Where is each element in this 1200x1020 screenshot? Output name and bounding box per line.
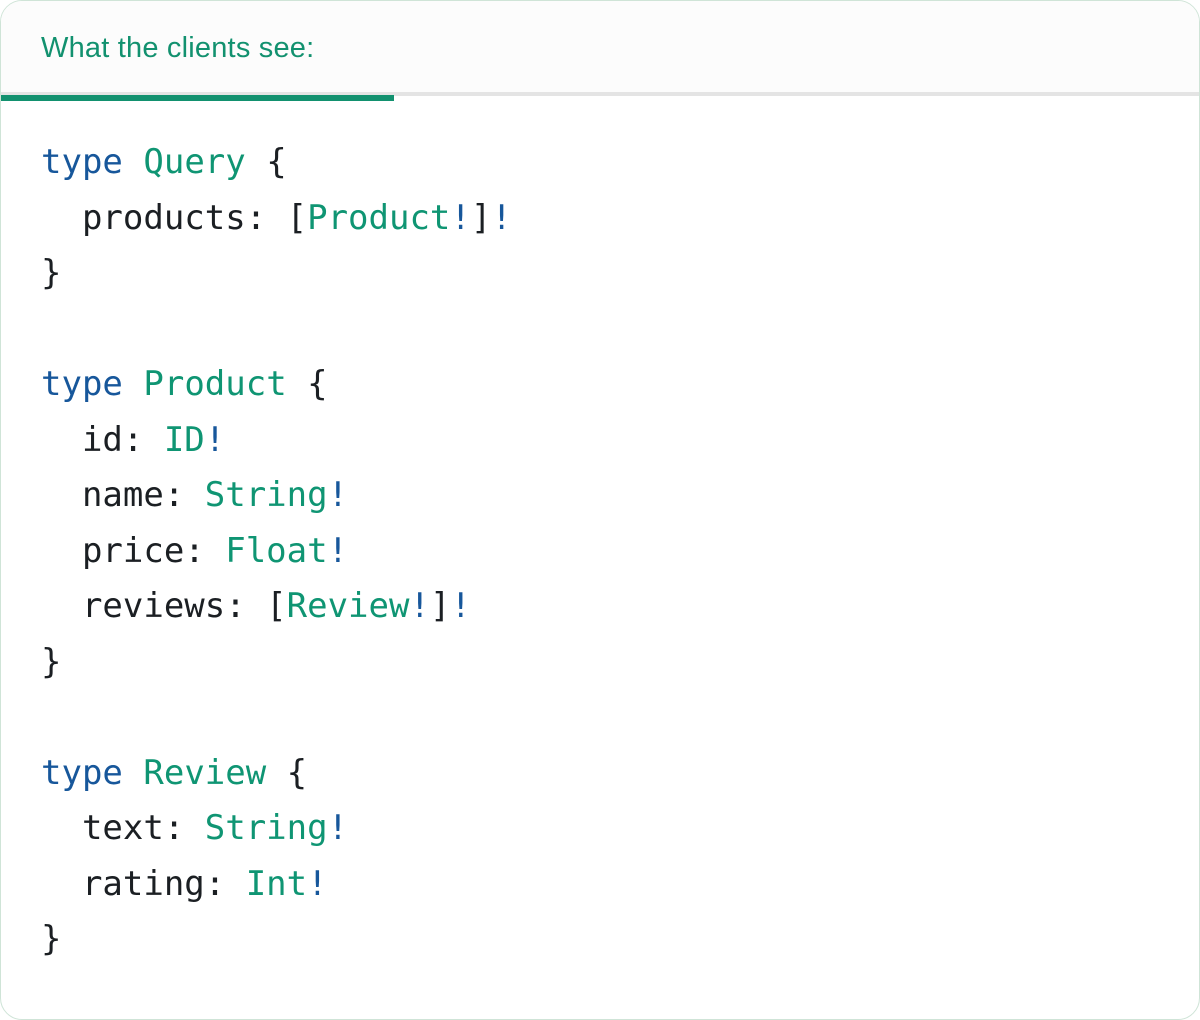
code-line: } bbox=[41, 246, 1159, 302]
code-token-bang: ! bbox=[450, 197, 471, 238]
code-token-pl: { bbox=[266, 752, 308, 793]
code-token-bang: ! bbox=[307, 863, 328, 904]
code-token-ty: Product bbox=[307, 197, 451, 238]
code-token-kw: type bbox=[41, 364, 123, 404]
code-token-bang: ! bbox=[204, 419, 226, 460]
code-line: id: ID! bbox=[41, 413, 1159, 469]
code-token-bang: ! bbox=[409, 586, 430, 626]
code-token-pl: text: bbox=[41, 808, 205, 848]
tab-label: What the clients see: bbox=[41, 32, 315, 64]
code-token-pl bbox=[123, 753, 143, 793]
code-token-pl: } bbox=[41, 641, 62, 682]
code-token-ty: Int bbox=[245, 863, 308, 904]
code-token-pl bbox=[123, 142, 143, 182]
code-line: text: String! bbox=[41, 801, 1159, 857]
code-token-pl: ] bbox=[470, 197, 492, 238]
code-line: name: String! bbox=[41, 468, 1159, 524]
code-line: reviews: [Review!]! bbox=[41, 579, 1159, 635]
code-token-pl: { bbox=[245, 142, 287, 182]
code-token-pl bbox=[123, 364, 143, 404]
code-token-pl: reviews: [ bbox=[41, 586, 287, 626]
code-token-ty: Query bbox=[143, 142, 246, 182]
active-tab-indicator bbox=[1, 95, 394, 101]
tab-what-clients-see[interactable]: What the clients see: bbox=[1, 1, 314, 96]
code-token-pl: rating: bbox=[41, 863, 246, 904]
schema-code: type Query { products: [Product!]!} type… bbox=[1, 96, 1199, 968]
code-line bbox=[41, 302, 1159, 358]
code-token-bang: ! bbox=[327, 475, 349, 515]
code-token-bang: ! bbox=[327, 530, 349, 571]
code-token-ty: String bbox=[204, 808, 328, 848]
code-token-pl: products: [ bbox=[41, 197, 308, 238]
code-token-pl: name: bbox=[41, 475, 205, 515]
code-token-ty: String bbox=[204, 475, 328, 515]
code-token-pl: ] bbox=[429, 586, 451, 626]
code-token-ty: ID bbox=[163, 419, 205, 460]
code-token-ty: Review bbox=[143, 752, 267, 793]
code-line: type Review { bbox=[41, 746, 1159, 802]
code-token-pl: } bbox=[41, 919, 62, 959]
code-token-bang: ! bbox=[450, 586, 471, 626]
code-token-ty: Product bbox=[143, 364, 287, 404]
code-token-pl: id: bbox=[41, 419, 164, 460]
code-line: type Product { bbox=[41, 357, 1159, 413]
code-line: type Query { bbox=[41, 135, 1159, 191]
code-token-kw: type bbox=[41, 752, 123, 793]
tab-bar: What the clients see: bbox=[1, 1, 1199, 101]
code-line: price: Float! bbox=[41, 524, 1159, 580]
code-token-kw: type bbox=[41, 142, 123, 182]
code-token-pl: { bbox=[286, 364, 328, 404]
code-token-bang: ! bbox=[327, 808, 349, 848]
code-token-ty: Float bbox=[225, 530, 328, 571]
code-token-bang: ! bbox=[491, 197, 512, 238]
code-line: products: [Product!]! bbox=[41, 191, 1159, 247]
code-line: rating: Int! bbox=[41, 857, 1159, 913]
code-token-pl: price: bbox=[41, 530, 226, 571]
code-line: } bbox=[41, 635, 1159, 691]
code-token-ty: Review bbox=[286, 586, 410, 626]
code-line bbox=[41, 690, 1159, 746]
code-line: } bbox=[41, 912, 1159, 968]
code-token-pl: } bbox=[41, 253, 62, 293]
